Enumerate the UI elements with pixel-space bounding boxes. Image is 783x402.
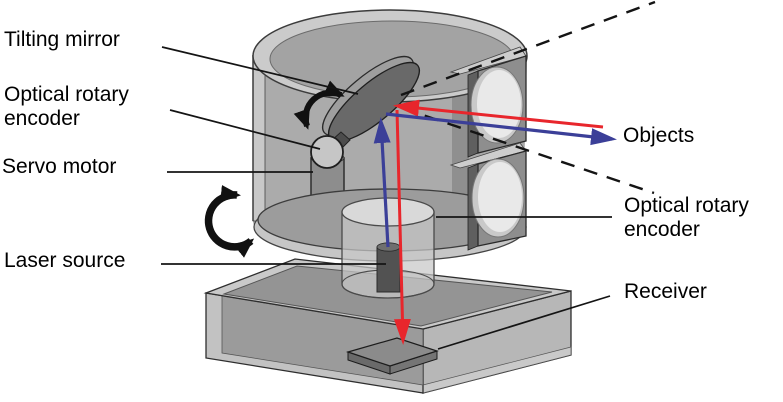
label-objects: Objects	[623, 124, 695, 147]
label-servo-motor: Servo motor	[2, 155, 117, 178]
laser-housing	[341, 197, 435, 299]
laser-source	[376, 246, 401, 293]
mirror-rotary-encoder	[310, 135, 344, 169]
scan-field-upper-line	[400, 0, 656, 97]
label-optical-rotary-encoder-left: Optical rotary encoder	[4, 83, 129, 130]
receiver-top	[345, 337, 439, 367]
label-optical-rotary-encoder-right: Optical rotary encoder	[624, 194, 749, 241]
scan-field-lines	[400, 0, 656, 195]
drum-slot	[452, 58, 469, 226]
drum-wall-edge	[252, 54, 266, 222]
return-beam-to-receiver	[393, 109, 411, 345]
rotation-arrow	[204, 185, 255, 258]
outgoing-beam-to-objects	[385, 112, 617, 146]
lower-lens	[478, 162, 522, 232]
motion-arrows	[204, 80, 345, 258]
label-receiver: Receiver	[624, 280, 707, 303]
leader-optical-rotary-encoder-left	[169, 109, 321, 150]
return-beam-from-objects	[393, 99, 604, 129]
mirror-assembly	[310, 55, 420, 169]
outgoing-beam-to-mirror	[373, 117, 391, 248]
leader-receiver	[437, 295, 611, 350]
scanner-drum	[252, 9, 528, 262]
upper-lens	[477, 70, 521, 138]
receiver-chip	[345, 337, 439, 375]
scan-field-lower-line	[401, 106, 655, 195]
leader-tilting-mirror	[161, 46, 359, 95]
label-tilting-mirror: Tilting mirror	[4, 28, 120, 51]
leader-lines	[161, 46, 612, 350]
label-laser-source: Laser source	[4, 249, 126, 272]
laser-beams	[373, 99, 617, 345]
tilt-arrow	[293, 80, 345, 130]
